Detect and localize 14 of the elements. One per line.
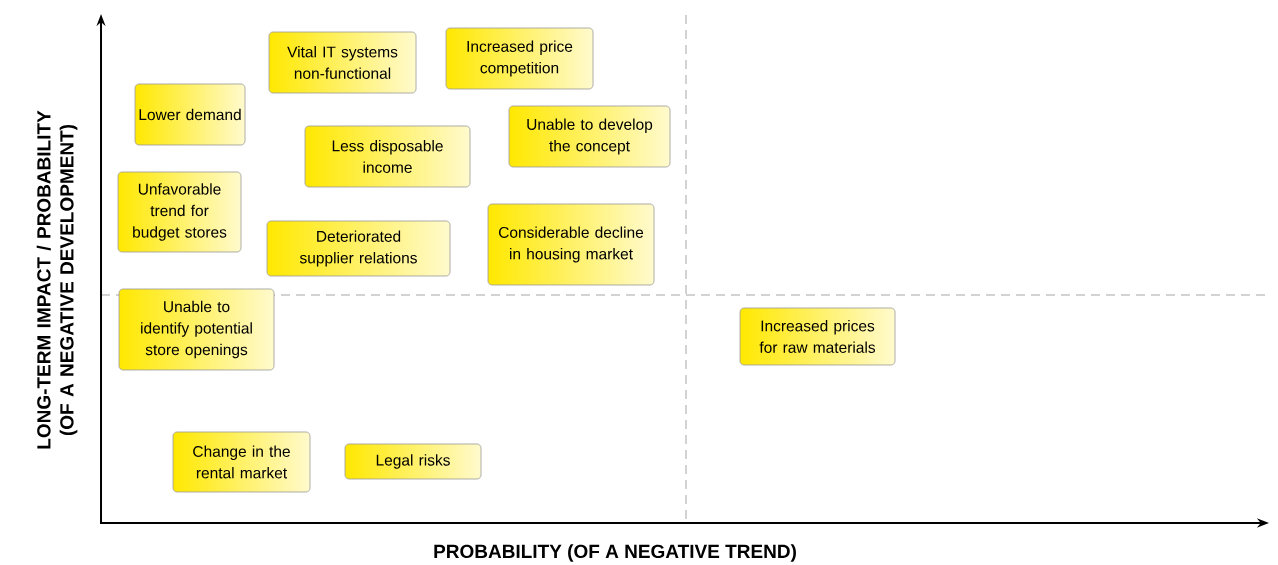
risk-box: Considerable decline in housing market: [487, 203, 655, 286]
axis-title: PROBABILITY (OF A NEGATIVE TREND): [434, 544, 796, 562]
risk-box: Vital IT systems non-functional: [268, 31, 417, 94]
risk-box: Unable to identify potential store openings: [118, 288, 275, 371]
axis-title: LONG-TERM IMPACT / PROBABILITY (OF A NEGATIVE DEVELOPMENT): [36, 110, 78, 449]
risk-box: Increased price competition: [445, 27, 594, 90]
risk-box: Deteriorated supplier relations: [266, 220, 451, 277]
risk-box: Change in the rental market: [172, 431, 311, 493]
risk-box: Legal risks: [344, 443, 482, 480]
risk-box: Unfavorable trend for budget stores: [117, 171, 242, 253]
risk-box: Lower demand: [134, 83, 246, 146]
risk-box: Less disposable income: [304, 125, 471, 188]
risk-box: Increased prices for raw materials: [739, 307, 896, 366]
risk-box: Unable to develop the concept: [508, 105, 671, 168]
